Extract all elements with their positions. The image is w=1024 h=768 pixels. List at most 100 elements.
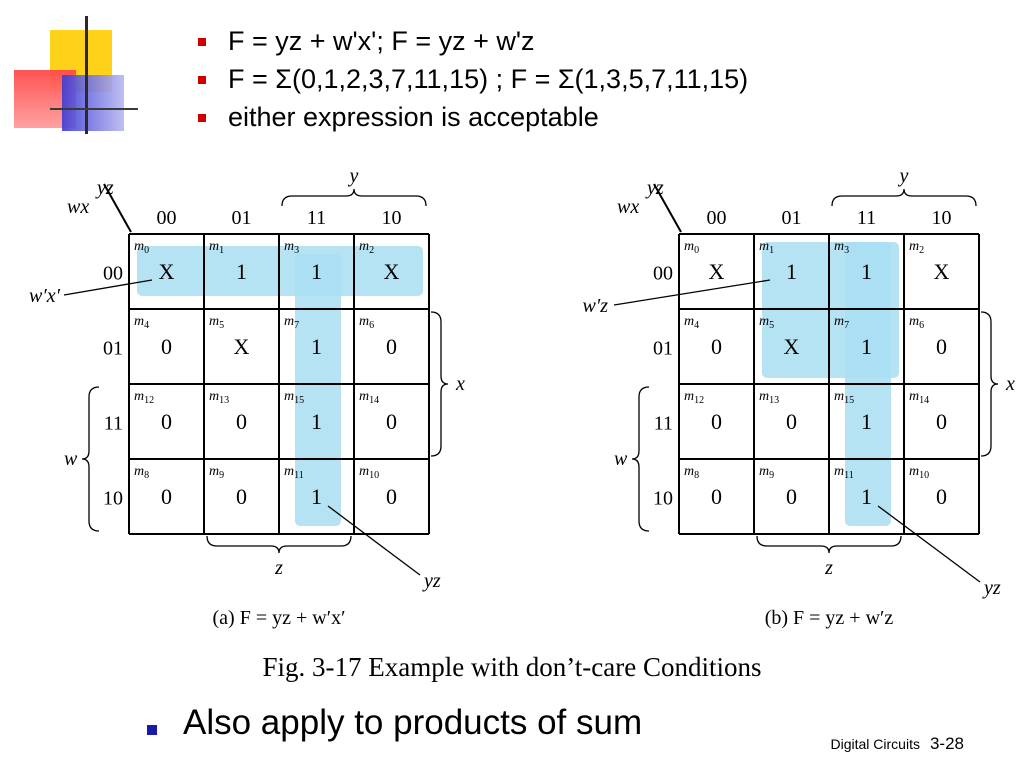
map-b-minterm-label: m11 (834, 464, 854, 481)
map-b-minterm-label: m7 (834, 314, 849, 331)
map-a-minterm-label: m12 (134, 389, 154, 406)
map-b-row-header-1: 01 (653, 338, 673, 360)
map-a-minterm-label: m11 (284, 464, 304, 481)
map-b-cell-value: 0 (711, 484, 722, 509)
map-a-minterm-label: m3 (284, 239, 299, 256)
map-a-caption: (a) F = yz + w′x′ (213, 607, 346, 629)
map-a-corner-diagonal (103, 183, 132, 233)
map-b-leader-left (613, 279, 771, 306)
map-a-leader-right (327, 505, 421, 576)
map-b-minterm-label: m0 (684, 239, 699, 256)
map-a-col-header-3: 10 (382, 207, 402, 229)
map-b-term-right: yz (982, 577, 1001, 599)
map-a-minterm-label: m0 (134, 239, 149, 256)
map-a-var-x: x (455, 373, 465, 395)
map-b-cell-value: 1 (786, 259, 797, 284)
map-b-minterm-label: m5 (759, 314, 774, 331)
map-b-row-header-0: 00 (653, 263, 673, 285)
map-a-term-left: w′x′ (29, 285, 61, 307)
map-a-cell-value: X (384, 259, 400, 284)
map-b-minterm-label: m12 (684, 389, 704, 406)
map-b-leader-right (877, 505, 981, 583)
map-a-cell-value: X (159, 259, 175, 284)
map-b-cell-value: X (709, 259, 725, 284)
map-b-brace-y (831, 188, 977, 207)
map-a-cell-value: 1 (236, 259, 247, 284)
map-b-minterm-label: m4 (684, 314, 699, 331)
map-a-minterm-label: m2 (359, 239, 374, 256)
map-b-cell-value: 1 (861, 409, 872, 434)
map-a-cell-value: 0 (386, 334, 397, 359)
map-b-minterm-label: m14 (909, 389, 929, 406)
map-b-corner-top: yz (645, 177, 664, 199)
bullet-3: either expression is acceptable (195, 98, 748, 136)
map-b-cell-value: 0 (936, 334, 947, 359)
map-b-brace-z (756, 535, 902, 554)
map-b-cell-value: 0 (936, 484, 947, 509)
logo-blue-square (62, 75, 124, 131)
map-b-minterm-label: m9 (759, 464, 774, 481)
logo-horizontal-line (50, 108, 138, 110)
map-a-cell-value: 0 (236, 484, 247, 509)
map-a-cell-value: 0 (161, 409, 172, 434)
map-b-minterm-label: m1 (759, 239, 774, 256)
map-a-cell-value: 0 (236, 409, 247, 434)
map-a-cell-value: X (234, 334, 250, 359)
map-a-corner-left: wx (67, 196, 89, 218)
map-a-row-header-3: 10 (103, 488, 123, 510)
map-b-minterm-label: m6 (909, 314, 924, 331)
map-a-var-w: w (64, 448, 78, 470)
map-b-var-y: y (898, 165, 909, 187)
map-a-cell-value: 0 (161, 334, 172, 359)
map-b-cell-value: 1 (861, 259, 872, 284)
map-a-minterm-label: m14 (359, 389, 379, 406)
map-b-col-header-3: 10 (932, 207, 952, 229)
map-b-corner-diagonal (653, 183, 682, 233)
footer-course: Digital Circuits (830, 736, 920, 752)
map-a-brace-w (81, 386, 100, 532)
map-a-col-header-1: 01 (232, 207, 252, 229)
map-b-cell-value: 1 (861, 334, 872, 359)
map-b-minterm-label: m8 (684, 464, 699, 481)
map-a-minterm-label: m9 (209, 464, 224, 481)
map-a-minterm-label: m13 (209, 389, 229, 406)
footer-page-number: 3-28 (929, 734, 964, 753)
map-a-minterm-label: m5 (209, 314, 224, 331)
map-a-cell-value: 0 (161, 484, 172, 509)
map-b-cell-value: X (784, 334, 800, 359)
map-a-var-z: z (274, 557, 283, 579)
figure-caption: Fig. 3-17 Example with don’t-care Condit… (262, 652, 762, 682)
map-a-minterm-label: m7 (284, 314, 299, 331)
map-b-brace-x (980, 311, 999, 457)
bullet-2: F = Σ(0,1,2,3,7,11,15) ; F = Σ(1,3,5,7,1… (195, 60, 748, 98)
map-b-var-x: x (1005, 373, 1015, 395)
map-b-row-header-3: 10 (653, 488, 673, 510)
map-a-minterm-label: m4 (134, 314, 149, 331)
map-b-minterm-label: m10 (909, 464, 929, 481)
map-b-term-left: w′z (583, 295, 609, 317)
map-b-cell-value: X (934, 259, 950, 284)
map-b-col-header-2: 11 (857, 207, 876, 229)
map-a-row-header-2: 11 (104, 413, 123, 435)
map-a-cell-value: 0 (386, 409, 397, 434)
map-a-row-header-0: 00 (103, 263, 123, 285)
map-a-cell-value: 1 (311, 409, 322, 434)
map-b-cell-value: 0 (786, 484, 797, 509)
map-a-leader-left (63, 279, 153, 296)
map-a-cell-value: 1 (311, 484, 322, 509)
map-b-brace-w (631, 386, 650, 532)
map-a-corner-top: yz (95, 177, 114, 199)
decorative-logo (0, 0, 150, 140)
footer: Digital Circuits 3-28 (831, 734, 965, 754)
map-b-corner-left: wx (617, 196, 639, 218)
map-b-minterm-label: m2 (909, 239, 924, 256)
map-b-cell-value: 0 (711, 409, 722, 434)
map-a-brace-z (206, 535, 352, 554)
map-a-col-header-0: 00 (157, 207, 177, 229)
map-b-caption: (b) F = yz + w′z (765, 607, 894, 629)
map-b-col-header-0: 00 (707, 207, 727, 229)
map-a-cell-value: 0 (386, 484, 397, 509)
top-bullet-list: F = yz + w'x'; F = yz + w'z F = Σ(0,1,2,… (195, 22, 748, 136)
map-b-var-w: w (614, 448, 628, 470)
